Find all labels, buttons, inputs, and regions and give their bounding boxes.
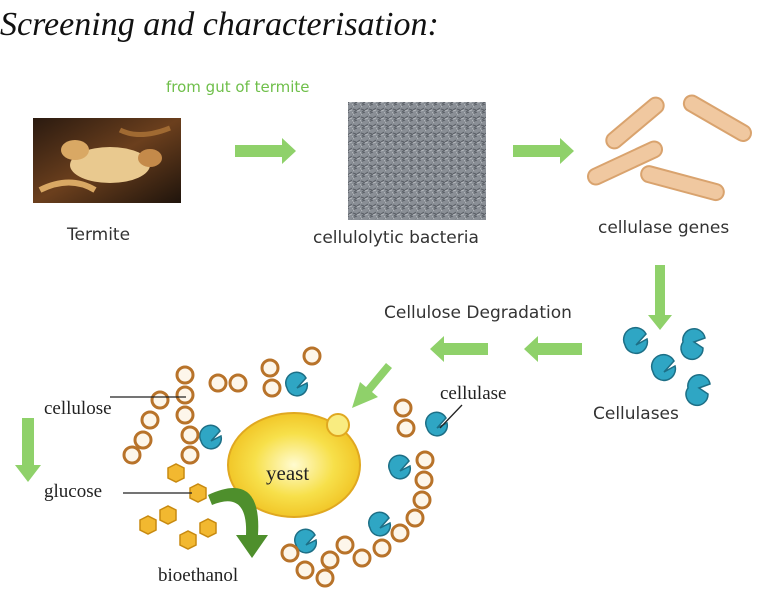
cellulose-label: cellulose — [44, 398, 112, 419]
gene-strands-icon — [586, 94, 752, 202]
cellulase-leader — [439, 404, 463, 429]
page-title: Screening and characterisation: — [0, 6, 439, 43]
bioethanol-arrow-icon — [208, 488, 268, 558]
pacman-enzyme-icon — [199, 326, 711, 554]
genes-label: cellulase genes — [598, 218, 730, 238]
block-arrow-icon — [15, 138, 672, 482]
degradation-label: Cellulose Degradation — [384, 303, 572, 323]
bacteria-micrograph — [348, 102, 486, 220]
bioethanol-label: bioethanol — [158, 565, 239, 586]
from-gut-label: from gut of termite — [166, 78, 310, 96]
yeast-cell-icon — [227, 412, 361, 518]
cellulase-label: cellulase — [440, 383, 507, 404]
yeast-label: yeast — [266, 461, 310, 485]
termite-label: Termite — [67, 225, 131, 245]
glucose-icon — [139, 463, 217, 550]
glucose-label: glucose — [44, 481, 103, 502]
bacteria-label: cellulolytic bacteria — [313, 228, 479, 248]
ring-sugar-icon — [122, 346, 435, 588]
cellulases-label: Cellulases — [593, 404, 679, 424]
termite-photo — [33, 118, 181, 203]
